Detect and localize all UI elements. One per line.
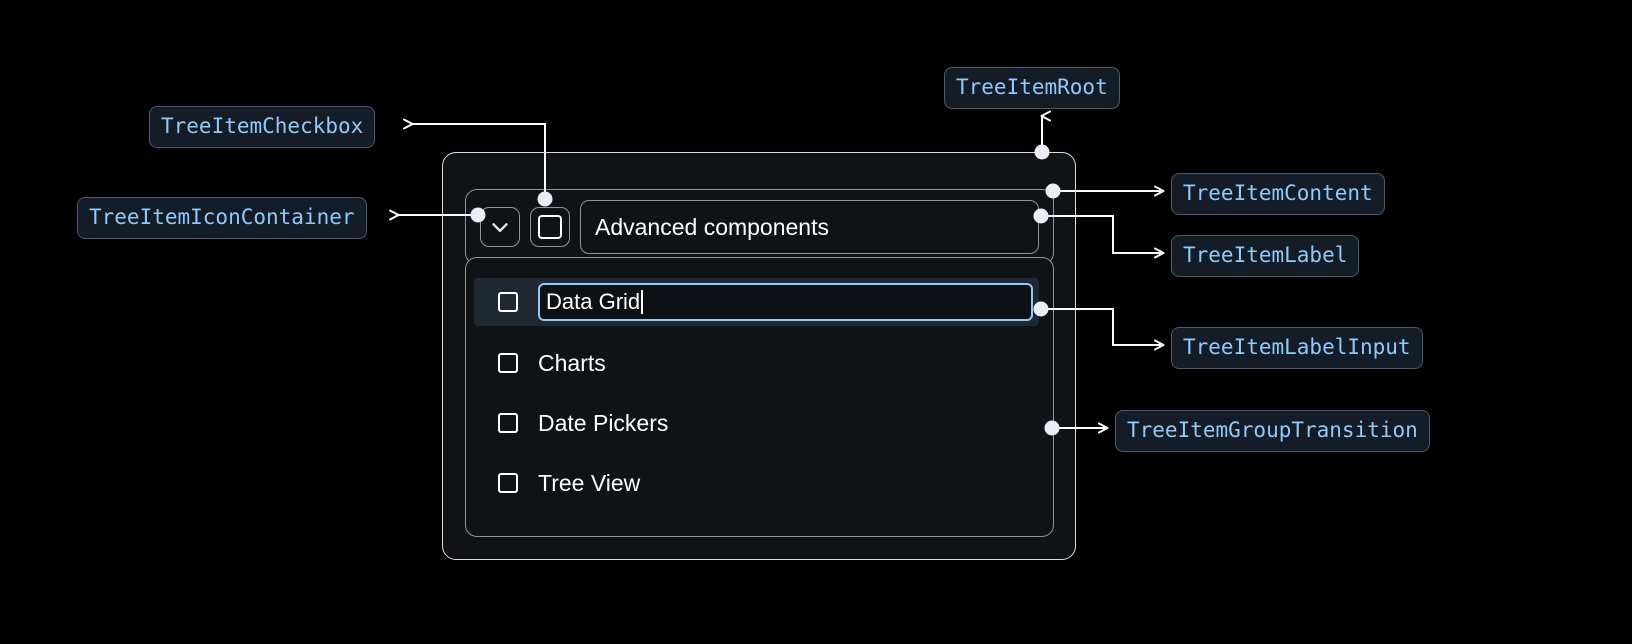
tree-item-checkbox-tree-view[interactable] [498, 473, 518, 493]
annotation-tree-item-root: TreeItemRoot [944, 67, 1120, 109]
tree-item-row-tree-view[interactable]: Tree View [466, 460, 1053, 506]
annotation-tree-item-checkbox: TreeItemCheckbox [149, 106, 376, 148]
annotation-tree-item-icon-container: TreeItemIconContainer [77, 197, 367, 239]
tree-item-label-input[interactable]: Data Grid [538, 283, 1033, 321]
tree-item-checkbox-charts[interactable] [498, 353, 518, 373]
tree-item-label-date-pickers: Date Pickers [538, 409, 669, 436]
tree-item-content[interactable]: Advanced components [465, 189, 1054, 265]
annotation-tree-item-group-transition: TreeItemGroupTransition [1115, 410, 1430, 452]
annotation-tree-item-content: TreeItemContent [1171, 173, 1385, 215]
annotation-tree-item-label-input: TreeItemLabelInput [1171, 327, 1423, 369]
checkbox-box [538, 215, 562, 239]
tree-item-icon-container[interactable] [480, 207, 520, 247]
tree-item-group-transition: Data Grid Charts Date Pickers Tree View [465, 257, 1054, 537]
text-caret [641, 290, 644, 314]
tree-item-label-text: Advanced components [595, 213, 829, 240]
tree-item-row-data-grid[interactable]: Data Grid [474, 278, 1039, 326]
tree-item-label-tree-view: Tree View [538, 469, 641, 496]
tree-item-row-date-pickers[interactable]: Date Pickers [466, 400, 1053, 446]
tree-item-label-charts: Charts [538, 349, 606, 376]
chevron-down-icon [487, 214, 513, 240]
tree-item-row-charts[interactable]: Charts [466, 340, 1053, 386]
tree-item-checkbox[interactable] [530, 207, 570, 247]
tree-item-checkbox-data-grid[interactable] [498, 292, 518, 312]
annotation-tree-item-label: TreeItemLabel [1171, 235, 1360, 277]
tree-item-checkbox-date-pickers[interactable] [498, 413, 518, 433]
tree-item-label[interactable]: Advanced components [580, 200, 1039, 254]
tree-item-label-input-value: Data Grid [546, 289, 641, 314]
tree-item-root[interactable]: Advanced components Data Grid Charts Dat… [442, 152, 1076, 560]
